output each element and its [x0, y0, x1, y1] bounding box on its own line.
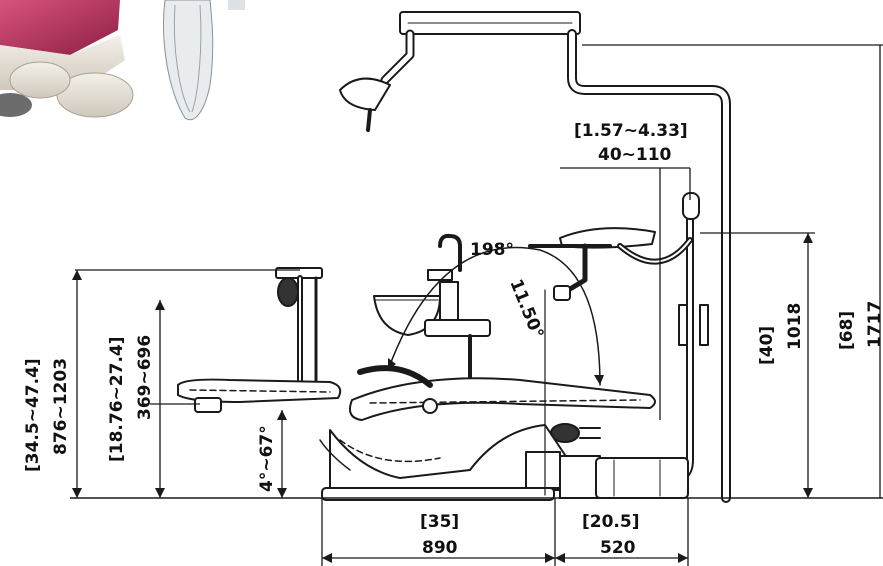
- light-pole: [567, 29, 731, 503]
- chair-height-inch: [34.5~47.4]: [23, 358, 43, 472]
- rotation-arc: [387, 246, 601, 386]
- cabinet-length-mm: 520: [600, 538, 636, 558]
- seat-tilt-range: 4°~67°: [257, 425, 277, 492]
- base-length-mm: 890: [422, 538, 458, 558]
- dental-chair-photo: [0, 0, 245, 140]
- backrest: [177, 378, 342, 413]
- tilt-angle: 11.50°: [505, 276, 547, 341]
- doctor-tray: [275, 267, 323, 383]
- base-length-inch: [35]: [420, 512, 459, 532]
- water-unit: [373, 233, 491, 397]
- light-arm: [339, 11, 581, 132]
- seat-height-mm: 369~696: [135, 335, 155, 420]
- chair-base: [319, 424, 566, 501]
- tray-height-inch: [40]: [757, 326, 777, 365]
- cabinet-length-inch: [20.5]: [582, 512, 639, 532]
- chair-height-mm: 876~1203: [51, 358, 71, 455]
- total-height-mm: 1717: [865, 301, 883, 348]
- dimension-lines: [75, 44, 883, 566]
- arm-range-inch: [1.57~4.33]: [574, 121, 688, 141]
- rotation-angle: 198°: [470, 240, 514, 260]
- cabinet-block: [559, 455, 689, 499]
- total-height-inch: [68]: [837, 311, 857, 350]
- tray-height-mm: 1018: [785, 303, 805, 350]
- seat: [349, 365, 656, 421]
- arrowheads: [72, 233, 813, 563]
- arm-range-mm: 40~110: [598, 145, 672, 165]
- seat-height-inch: [18.76~27.4]: [107, 337, 127, 463]
- instrument-tray: [528, 227, 693, 301]
